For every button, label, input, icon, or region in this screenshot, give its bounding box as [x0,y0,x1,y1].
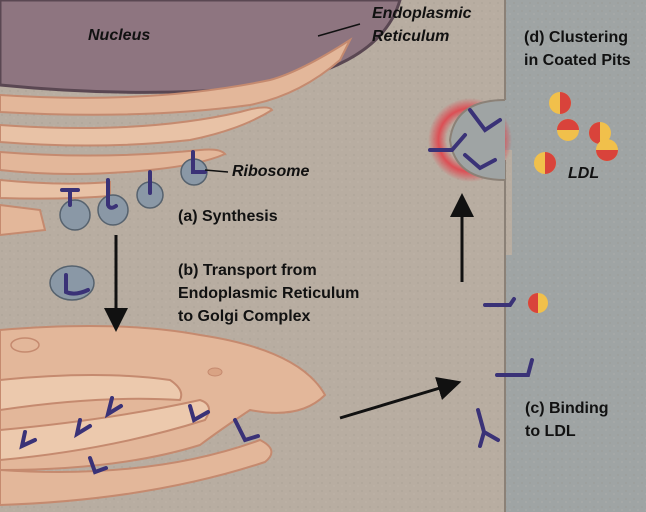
er-label: Endoplasmic Reticulum [372,5,472,45]
ldl-receptors [19,150,534,475]
ldl-particle [589,122,611,144]
ribosome-leader-line [204,169,229,173]
ldl-particle [549,92,571,114]
endoplasmic-reticulum [0,37,353,237]
transport-label: (b) Transport from Endoplasmic Reticulum… [178,262,360,325]
binding-label: (c) Binding to LDL [525,400,609,440]
ribosome-label: Ribosome [232,163,310,180]
diagonal-arrow [339,376,462,420]
synthesis-label: (a) Synthesis [178,208,278,225]
process-arrows [104,193,474,420]
ldl-label: LDL [568,165,600,182]
ldl-particle [534,152,556,174]
ldl-particle [596,139,618,161]
ldl-particle [557,119,579,141]
ldl-particle [528,293,548,313]
nucleus-label: Nucleus [88,27,151,44]
clustering-label: (d) Clustering in Coated Pits [524,29,631,69]
er-leader-line [317,23,361,37]
ldl-particles [528,92,618,313]
golgi-complex [0,325,327,507]
coated-pit [428,98,512,182]
